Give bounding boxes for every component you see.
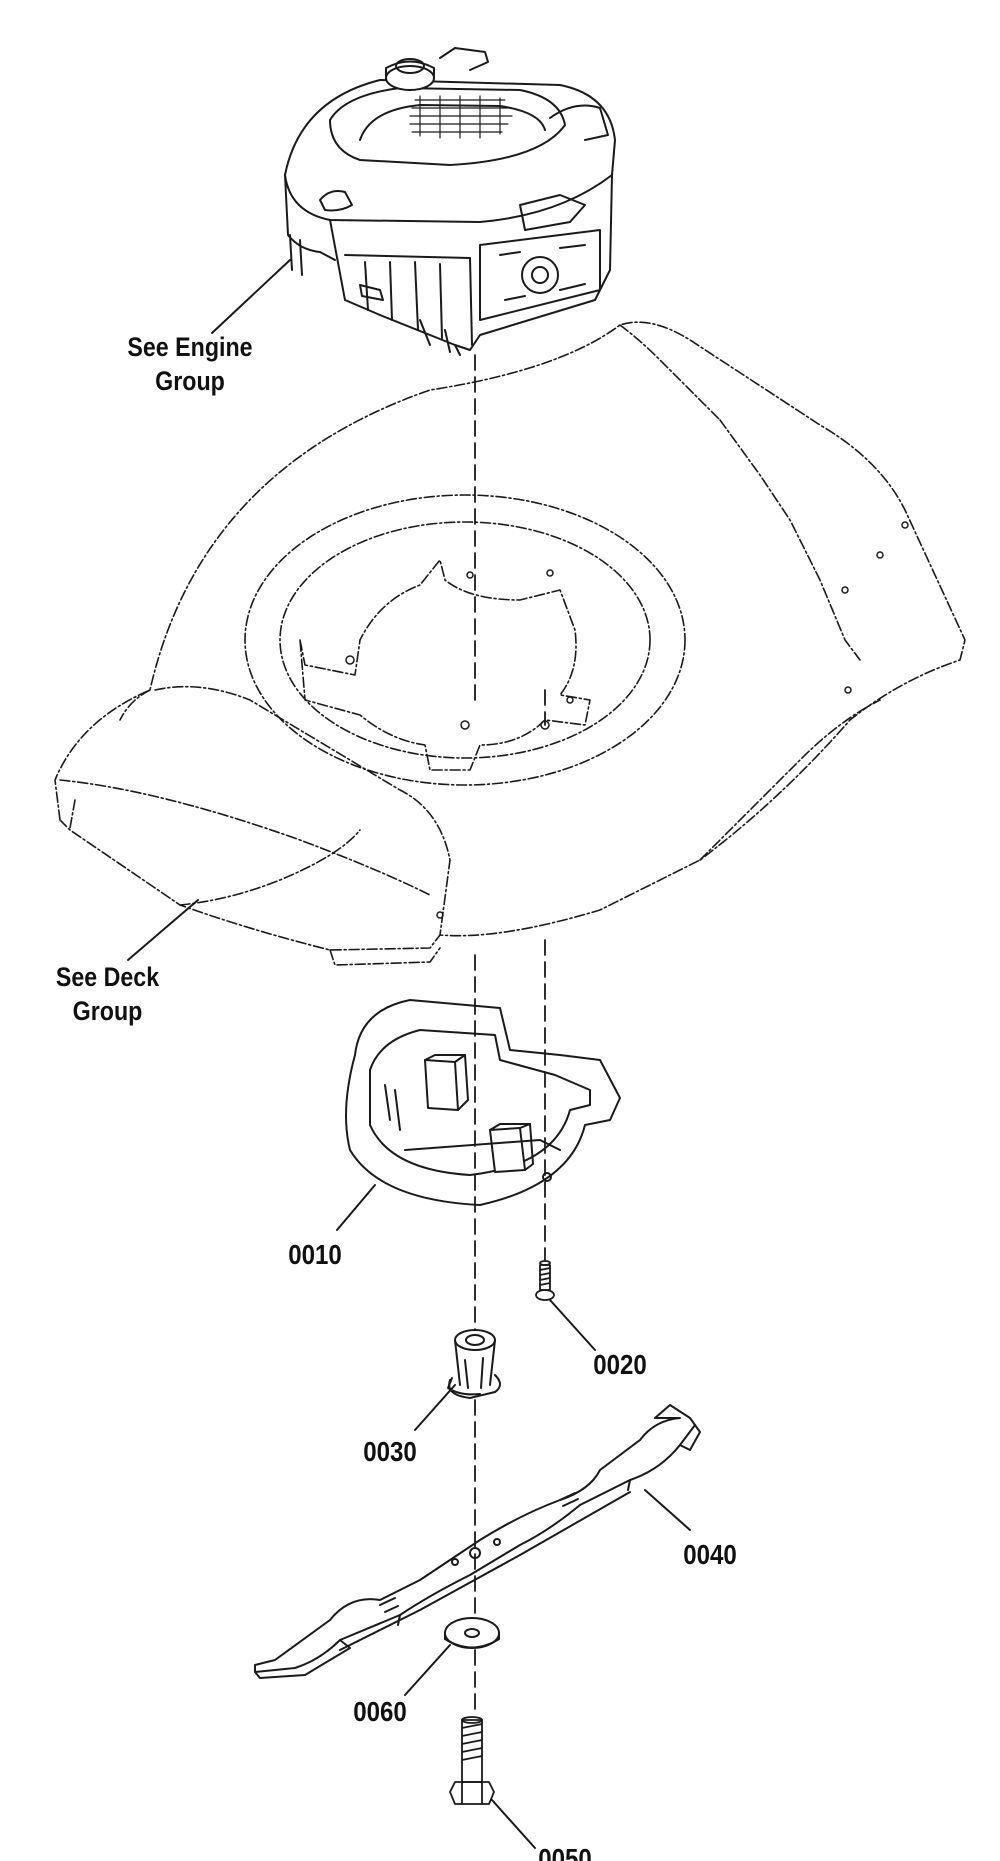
engine-illustration: [284, 47, 616, 356]
deck-callout-line2: Group: [72, 996, 143, 1026]
deck-callout-line1: See Deck: [55, 962, 160, 992]
part-number-0030[interactable]: 0030: [363, 1436, 417, 1467]
washer-illustration: [444, 1617, 500, 1649]
part-number-0040[interactable]: 0040: [683, 1539, 737, 1570]
engine-callout-line2: Group: [155, 366, 225, 396]
part-number-0050[interactable]: 0050: [538, 1843, 592, 1861]
leader-lines: [127, 259, 691, 1849]
part-number-0010[interactable]: 0010: [288, 1239, 342, 1270]
mower-deck-illustration: [54, 321, 966, 966]
screw-illustration: [535, 1260, 555, 1301]
engine-callout-line1: See Engine: [127, 332, 253, 362]
engine-group-callout[interactable]: See Engine Group: [117, 330, 263, 398]
part-number-0020[interactable]: 0020: [593, 1349, 647, 1380]
adapter-illustration: [447, 1329, 501, 1399]
deck-holes: [345, 521, 909, 919]
blade-housing-illustration: [345, 999, 621, 1206]
deck-group-callout[interactable]: See Deck Group: [45, 960, 170, 1028]
bolt-illustration: [449, 1716, 495, 1805]
assembly-centerlines: [474, 354, 546, 1716]
blade-illustration: [254, 1404, 701, 1679]
part-number-0060[interactable]: 0060: [353, 1696, 407, 1727]
